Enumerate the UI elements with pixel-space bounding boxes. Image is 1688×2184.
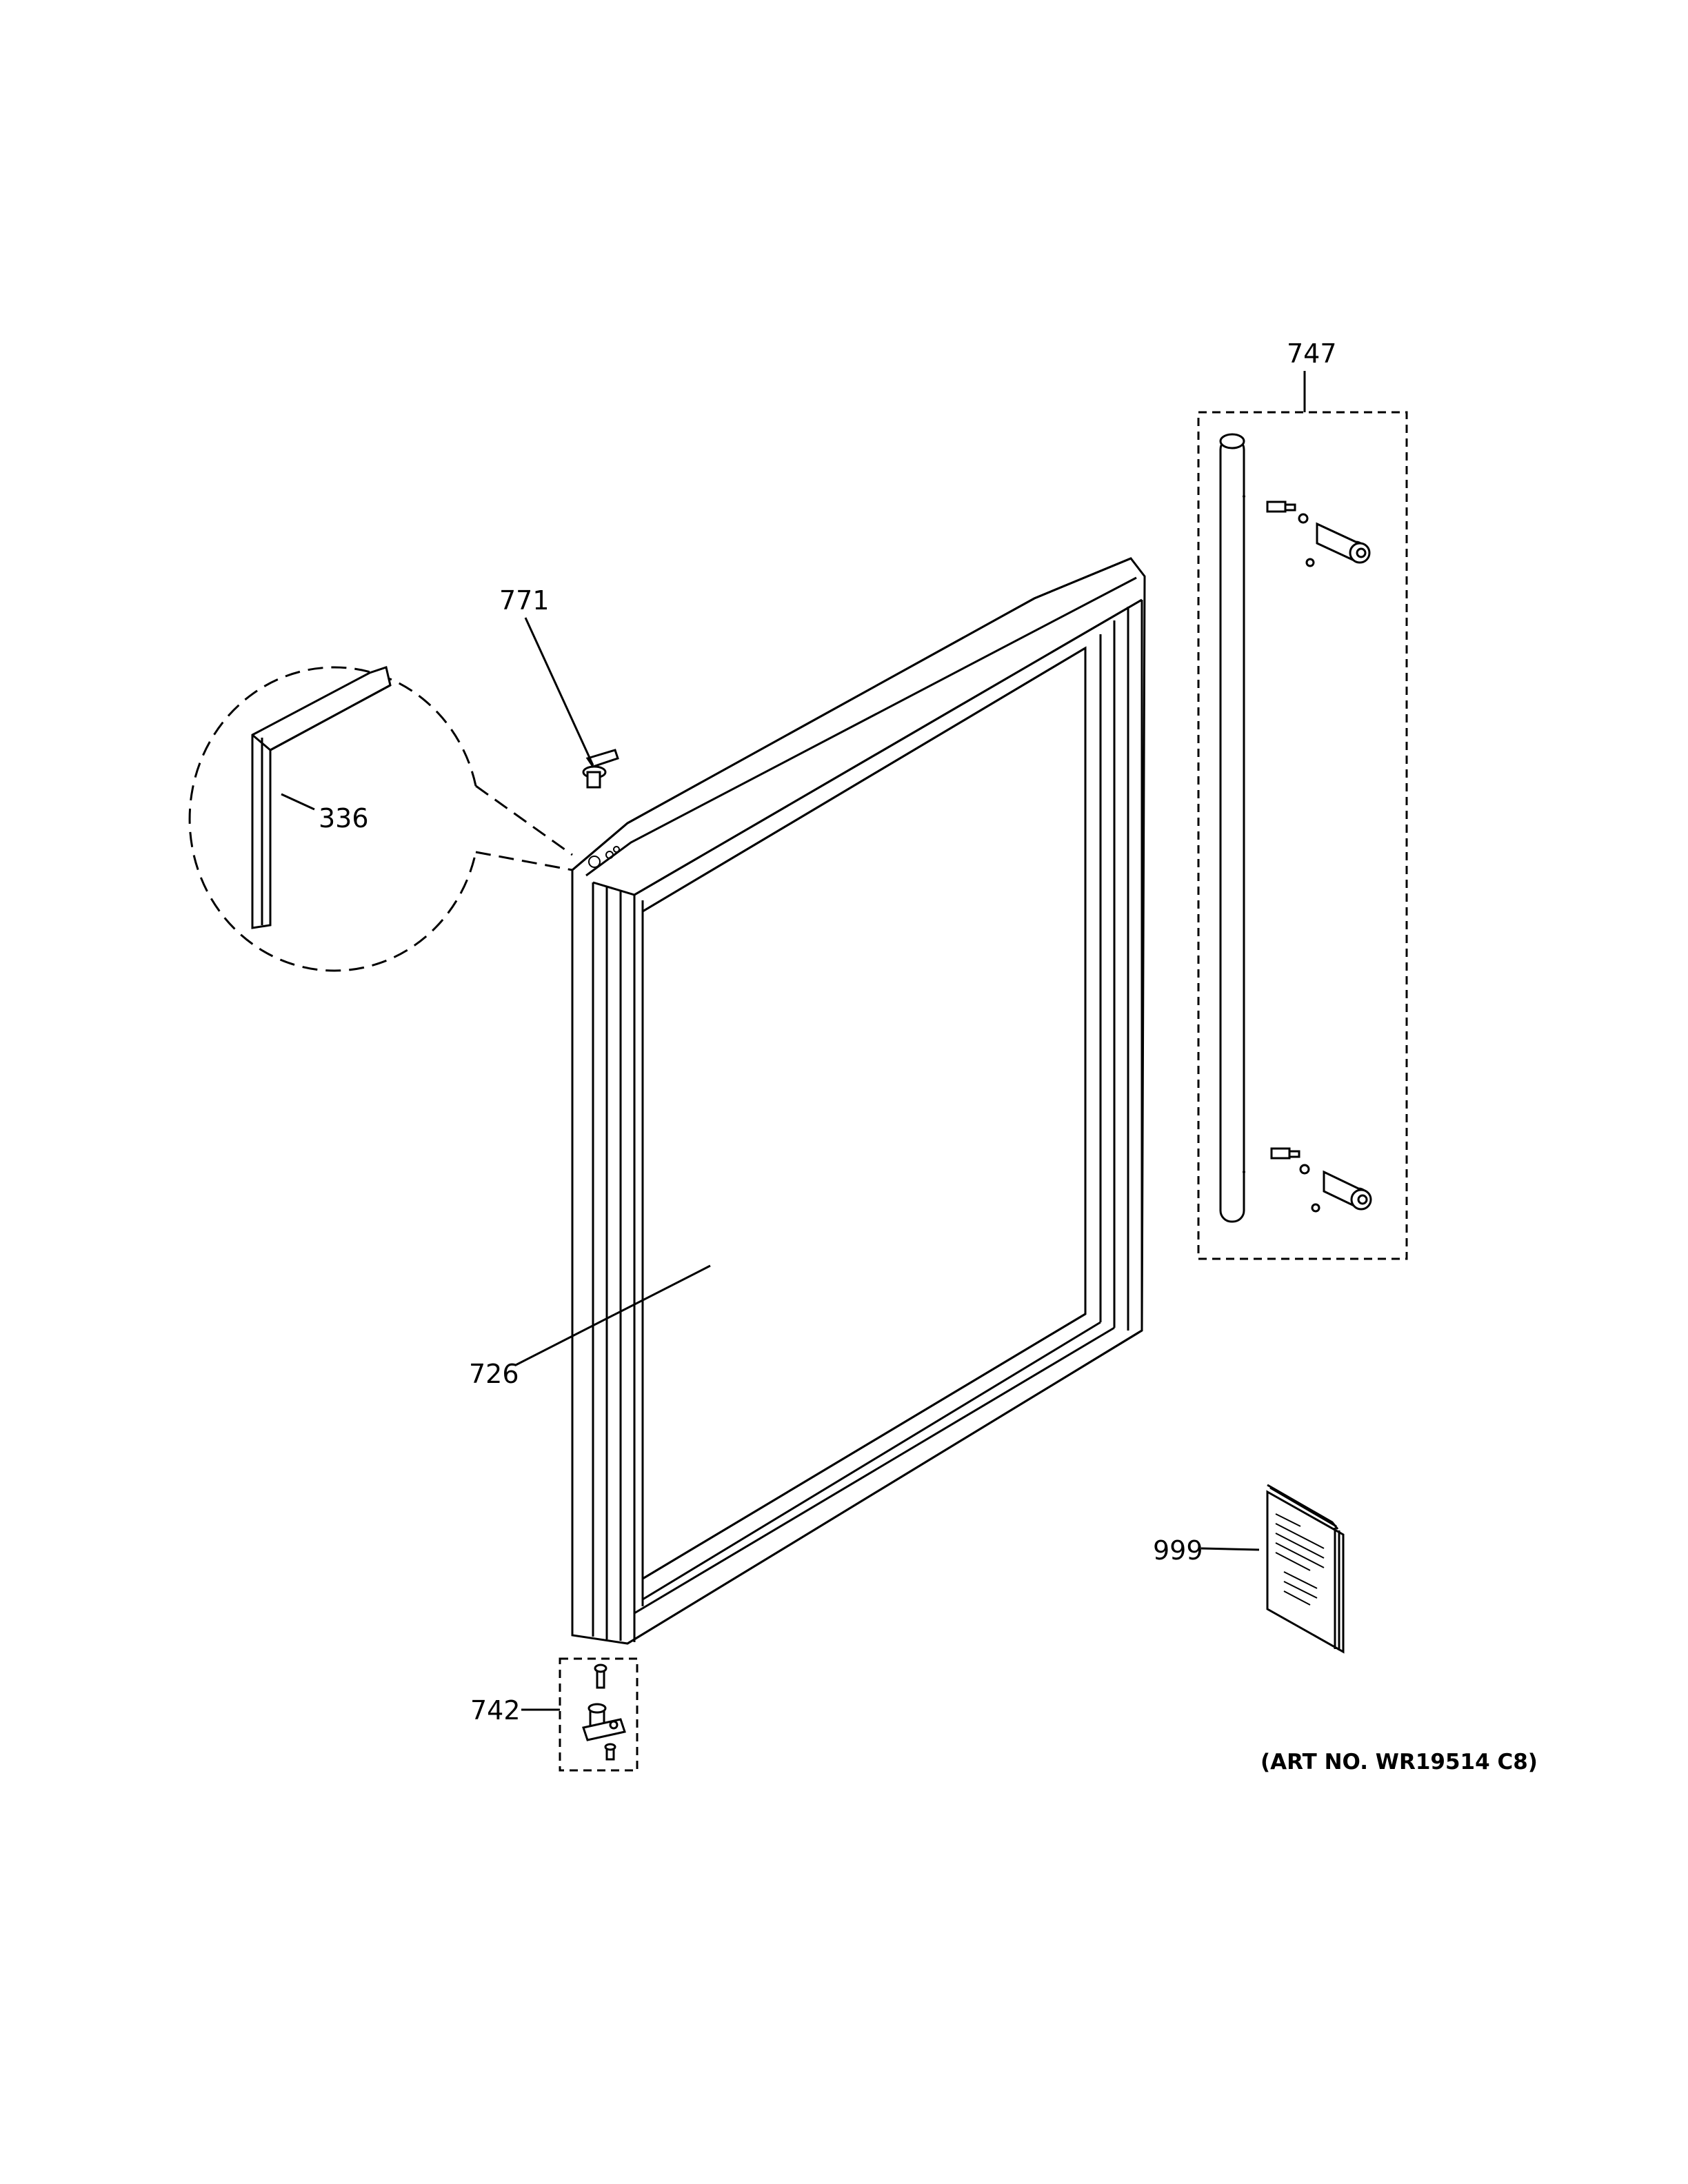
callout-742: 742 bbox=[470, 1695, 521, 1726]
leader-lines bbox=[281, 371, 1306, 1711]
callout-771: 771 bbox=[499, 585, 550, 616]
handle-mount-top bbox=[1266, 501, 1371, 567]
literature-booklet bbox=[1266, 1484, 1345, 1654]
hinge-kit bbox=[559, 1657, 639, 1772]
gasket-detail bbox=[188, 666, 573, 972]
callout-726: 726 bbox=[469, 1359, 519, 1389]
handle-kit bbox=[1197, 411, 1408, 1260]
handle-mount-bottom bbox=[1270, 1147, 1372, 1213]
hinge-pin-part bbox=[582, 749, 619, 789]
art-number: (ART NO. WR19514 C8) bbox=[1260, 1750, 1538, 1775]
callout-747: 747 bbox=[1287, 338, 1337, 369]
door-frame bbox=[571, 557, 1146, 1645]
callout-336: 336 bbox=[319, 803, 369, 833]
callout-999: 999 bbox=[1153, 1535, 1203, 1566]
